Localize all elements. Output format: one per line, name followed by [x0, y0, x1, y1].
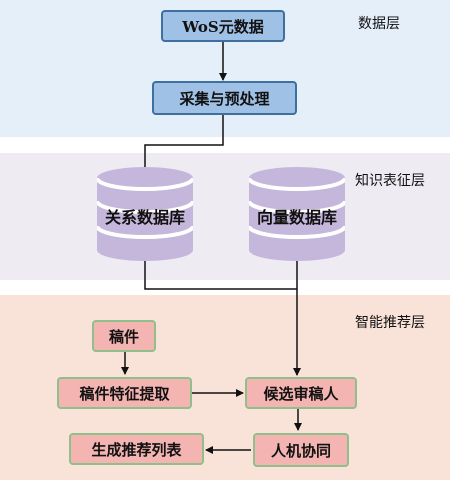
- database-icon: [249, 167, 345, 261]
- data-layer-title: 数据层: [358, 16, 400, 32]
- line-relational-db-down: [144, 258, 297, 290]
- vector-database-label: 向量数据库: [256, 208, 337, 227]
- knowledge-layer: 知识表征层: [0, 153, 450, 280]
- database-icon: [97, 167, 193, 261]
- vector-database: 向量数据库: [249, 166, 345, 262]
- relational-database-label: 关系数据库: [104, 208, 185, 227]
- candidate-reviewers-node: 候选审稿人: [245, 377, 357, 409]
- recommendation-list-node: 生成推荐列表: [69, 433, 204, 465]
- relational-database: 关系数据库: [97, 166, 193, 262]
- wos-metadata-node: WoS元数据: [161, 10, 285, 42]
- manuscript-node: 稿件: [92, 320, 156, 352]
- recommendation-layer-title: 智能推荐层: [355, 315, 425, 331]
- preprocess-node: 采集与预处理: [152, 81, 297, 115]
- feature-extraction-node: 稿件特征提取: [57, 377, 192, 409]
- human-machine-collaboration-node: 人机协同: [253, 433, 349, 467]
- knowledge-layer-title: 知识表征层: [355, 173, 425, 189]
